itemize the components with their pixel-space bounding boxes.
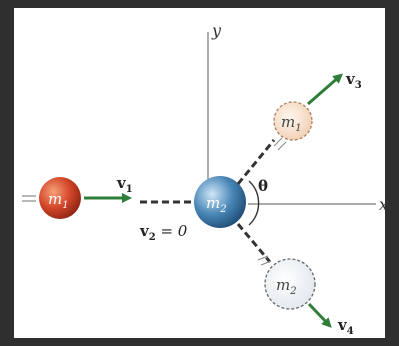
mass-m1-after-label: m1 [281,113,302,134]
theta-label: θ [258,177,268,195]
mass-m1-after-ball [273,101,313,141]
mass-m1-ball [39,177,81,219]
v1-label: v1 [116,174,133,195]
x-axis-label: x [379,195,388,214]
motion-line [257,255,269,261]
m1-outgoing-path [236,139,276,185]
y-axis-label: y [211,21,222,40]
v2-label: v2 = 0 [139,222,188,243]
mass-m1-label: m1 [48,190,69,211]
mass-m2-ball [194,176,246,228]
mass-m2-label: m2 [206,194,227,215]
v3-arrow [307,73,344,106]
motion-line [260,260,272,266]
diagram-background [14,8,385,338]
motion-line [273,137,283,147]
motion-line [277,141,287,151]
mass-m2-after-label: m2 [276,276,297,297]
v3-label: v3 [345,70,362,91]
mass-m2-after-ball [264,258,316,310]
v4-label: v4 [337,316,354,337]
angle-arc [248,180,260,226]
m2-outgoing-path [236,223,272,263]
v4-arrow [307,302,332,328]
